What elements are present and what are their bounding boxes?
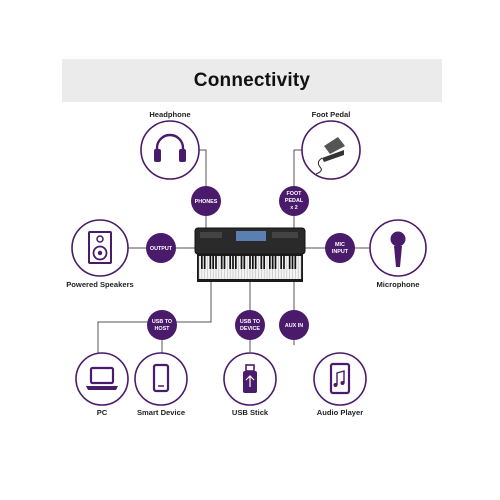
black-key (274, 256, 277, 269)
device-label: Powered Speakers (66, 280, 134, 289)
headphone-icon (154, 133, 186, 162)
black-key (249, 256, 251, 269)
port-label: HOST (155, 326, 171, 332)
port-label: INPUT (332, 249, 349, 255)
device-label: Foot Pedal (312, 110, 351, 119)
port-label: MIC (335, 242, 345, 248)
black-key (223, 256, 226, 269)
device-label: Headphone (149, 110, 190, 119)
port-label: AUX IN (285, 323, 303, 329)
device-pc: PC (75, 352, 129, 417)
port-aux-in: AUX IN (279, 310, 309, 340)
usb-stick-icon (243, 364, 257, 393)
port-foot-pedal: FOOT PEDAL x 2 (279, 186, 309, 216)
page-title: Connectivity (193, 69, 311, 91)
device-audio-player: Audio Player (313, 352, 367, 417)
black-key (263, 256, 266, 269)
foot-pedal-icon (315, 137, 345, 175)
speaker-icon (88, 231, 112, 264)
microphone-icon (390, 231, 406, 267)
title-banner: Connectivity (62, 59, 442, 102)
device-label: USB Stick (232, 408, 269, 417)
black-key (294, 256, 297, 269)
black-key (260, 256, 263, 269)
port-output: OUTPUT (146, 233, 176, 263)
black-key (254, 256, 257, 269)
keyboard-icon (194, 227, 306, 282)
keyboard-keys (198, 256, 302, 279)
port-label: PEDAL (285, 198, 304, 204)
audio-player-icon (329, 362, 351, 395)
port-label: USB TO (240, 319, 260, 325)
port-label: PHONES (195, 199, 218, 205)
black-key (271, 256, 274, 269)
black-key (283, 256, 285, 269)
device-powered-speakers: Powered Speakers (66, 219, 134, 289)
black-key (251, 256, 254, 269)
black-key (220, 256, 223, 269)
black-key (288, 256, 291, 269)
device-usb-stick: USB Stick (223, 352, 277, 417)
black-key (240, 256, 243, 269)
black-key (229, 256, 232, 269)
device-microphone: Microphone (369, 219, 427, 289)
black-key (280, 256, 283, 269)
black-key (234, 256, 237, 269)
port-usb-to-host: USB TO HOST (147, 310, 177, 340)
port-label: OUTPUT (150, 246, 173, 252)
device-label: Smart Device (137, 408, 185, 417)
device-headphone: Headphone (140, 110, 200, 180)
port-label: FOOT (287, 191, 303, 197)
black-key (232, 256, 234, 269)
port-label: DEVICE (240, 326, 260, 332)
black-key (212, 256, 215, 269)
port-mic-input: MIC INPUT (325, 233, 355, 263)
port-label: USB TO (152, 319, 172, 325)
port-label: x 2 (290, 205, 298, 211)
port-usb-to-device: USB TO DEVICE (235, 310, 265, 340)
laptop-icon (86, 366, 118, 390)
black-key (268, 256, 271, 269)
black-key (215, 256, 217, 269)
black-key (209, 256, 212, 269)
port-phones: PHONES (191, 186, 221, 216)
device-label: PC (97, 408, 108, 417)
device-label: Audio Player (317, 408, 363, 417)
device-foot-pedal: Foot Pedal (301, 110, 361, 180)
black-key (200, 256, 203, 269)
black-key (291, 256, 294, 269)
black-key (243, 256, 246, 269)
black-key (203, 256, 206, 269)
device-label: Microphone (376, 280, 419, 289)
device-smart-device: Smart Device (134, 352, 188, 417)
smartphone-icon (152, 363, 170, 393)
